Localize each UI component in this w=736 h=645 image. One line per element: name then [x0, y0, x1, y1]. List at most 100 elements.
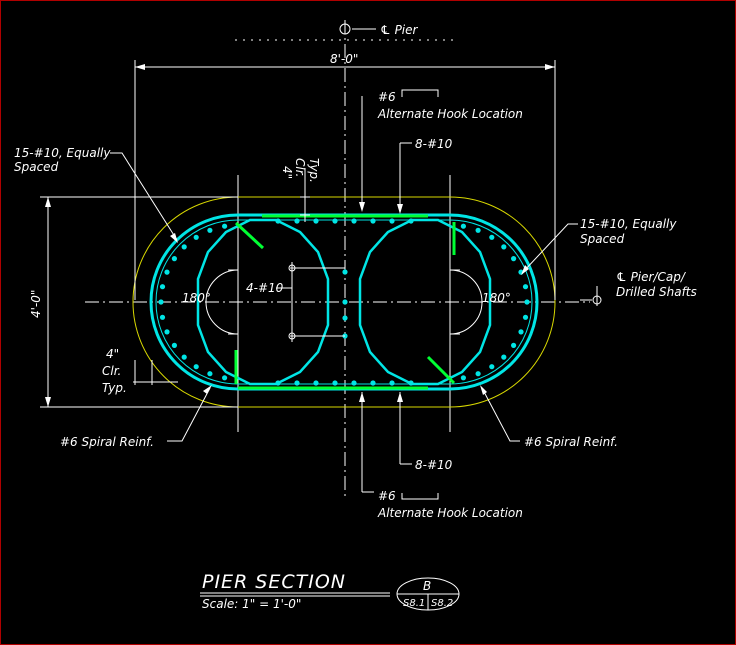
- hook-bot-bar-label: #6: [378, 489, 396, 503]
- rebar-dot-bottom: [313, 380, 319, 386]
- rebar-dot-left: [171, 256, 177, 262]
- rebar-dot-bottom: [294, 380, 300, 386]
- rebar-dot-right: [524, 299, 530, 305]
- spiral-left-label: #6 Spiral Reinf.: [60, 435, 154, 449]
- right-bars-label-1: 15-#10, Equally: [580, 217, 677, 231]
- scale-label: Scale: 1" = 1'-0": [202, 597, 301, 611]
- width-dim-label: 8'-0": [330, 52, 358, 66]
- spiral-right-label: #6 Spiral Reinf.: [524, 435, 618, 449]
- hook-top-leader: [359, 89, 439, 212]
- rebar-dot-right: [501, 244, 507, 250]
- rebar-dot-top: [332, 218, 338, 224]
- angle-right-label: 180°: [482, 291, 511, 305]
- right-bars-label-2: Spaced: [580, 232, 625, 246]
- spiral-right-leader: [480, 385, 520, 442]
- rebar-dot-right: [510, 256, 517, 262]
- rebar-dot-left: [207, 227, 213, 233]
- height-dim-label: 4'-0": [29, 290, 43, 318]
- rebar-dot-bottom: [275, 380, 281, 386]
- rebar-dot-top: [389, 218, 395, 224]
- rebar-dot-right: [460, 375, 466, 381]
- hook-top-left: [234, 221, 265, 250]
- clr-top-label-3: Typ.: [307, 158, 321, 183]
- rebar-dot-left: [158, 299, 164, 305]
- clr-left-dimension: [133, 360, 178, 385]
- left-bars-leader: [110, 152, 178, 243]
- rebar-dot-right: [518, 329, 524, 335]
- rebar-dot-right: [489, 364, 495, 370]
- rebar-dot-bottom: [351, 380, 357, 386]
- rebar-dot-right: [460, 223, 466, 229]
- rebar-dot-left: [159, 284, 166, 290]
- cl-right-marker: [580, 286, 602, 306]
- rebar-dot-left: [222, 223, 228, 229]
- rebar-dot-right: [475, 227, 481, 233]
- hook-bot-loc-label: Alternate Hook Location: [377, 506, 523, 520]
- rebar-dot-center: [342, 269, 348, 275]
- rebar-dot-right: [501, 354, 507, 360]
- rebar-dot-right: [489, 234, 495, 240]
- outer-hoop-inner: [155, 219, 533, 385]
- cl-pier-top-label: ℄ Pier: [380, 23, 419, 37]
- angle-left-label: 180°: [182, 291, 211, 305]
- rebar-dot-left: [181, 354, 187, 360]
- rebar-dot-left: [164, 269, 170, 275]
- rebar-dot-left: [171, 342, 177, 348]
- rebar-dot-left: [181, 244, 187, 250]
- cl-right-label-2: Drilled Shafts: [616, 285, 697, 299]
- rebar-dot-top: [313, 218, 319, 224]
- pier-outline: [132, 196, 556, 408]
- bottom-bars-leader: [397, 392, 412, 465]
- top-bars-label: 8-#10: [415, 137, 453, 151]
- rebar-dot-right: [522, 314, 529, 320]
- left-bars-label-2: Spaced: [14, 160, 59, 174]
- rebar-dot-left: [164, 329, 170, 335]
- rebar-dot-top: [294, 218, 300, 224]
- hook-bottom-leader: [359, 392, 439, 500]
- clr-top-label-2: Clr.: [293, 158, 307, 177]
- rebar-dot-bottom: [389, 380, 395, 386]
- rebar-dot-bottom: [370, 380, 376, 386]
- left-bars-label-1: 15-#10, Equally: [14, 146, 111, 160]
- height-dimension: [40, 196, 238, 408]
- rebar-dot-bottom: [408, 380, 414, 386]
- rebar-dot-center: [342, 315, 348, 321]
- rebar-dot-right: [522, 284, 529, 290]
- clr-top-label-1: 4": [280, 166, 294, 179]
- angle-arc-right: [449, 269, 483, 335]
- cl-right-label-1: ℄ Pier/Cap/: [616, 270, 687, 284]
- rebar-dot-top: [408, 218, 414, 224]
- rebar-dots: [158, 218, 530, 386]
- center-bars-label: 4-#10: [246, 281, 284, 295]
- sheet-right-label: S8.2: [431, 598, 453, 609]
- hook-top-loc-label: Alternate Hook Location: [377, 107, 523, 121]
- bottom-bars-label: 8-#10: [415, 458, 453, 472]
- rebar-dot-top: [351, 218, 357, 224]
- rebar-dot-top: [275, 218, 281, 224]
- rebar-dot-right: [475, 371, 481, 377]
- rebar-dot-left: [207, 371, 213, 377]
- rebar-dot-left: [193, 234, 199, 240]
- angle-arc-left: [205, 269, 239, 335]
- rebar-dot-left: [222, 375, 228, 381]
- rebar-dot-top: [370, 218, 376, 224]
- clr-left-label-2: Clr.: [102, 364, 121, 378]
- title-label: PIER SECTION: [202, 571, 346, 593]
- sheet-left-label: S8.1: [403, 598, 425, 609]
- section-id-label: B: [423, 579, 431, 593]
- rebar-dot-left: [193, 364, 199, 370]
- left-interior-spiral: [196, 218, 330, 386]
- right-bars-leader: [521, 223, 578, 275]
- spiral-left-leader: [167, 385, 212, 442]
- hook-top-bar-label: #6: [378, 90, 396, 104]
- rebar-dot-left: [159, 314, 166, 320]
- clr-left-label-3: Typ.: [102, 381, 127, 395]
- width-dimension: [134, 60, 556, 300]
- clr-top-dimension: [300, 168, 310, 222]
- rebar-dot-center: [342, 299, 348, 305]
- clr-left-label-1: 4": [106, 347, 119, 361]
- hook-bot-right: [426, 355, 456, 385]
